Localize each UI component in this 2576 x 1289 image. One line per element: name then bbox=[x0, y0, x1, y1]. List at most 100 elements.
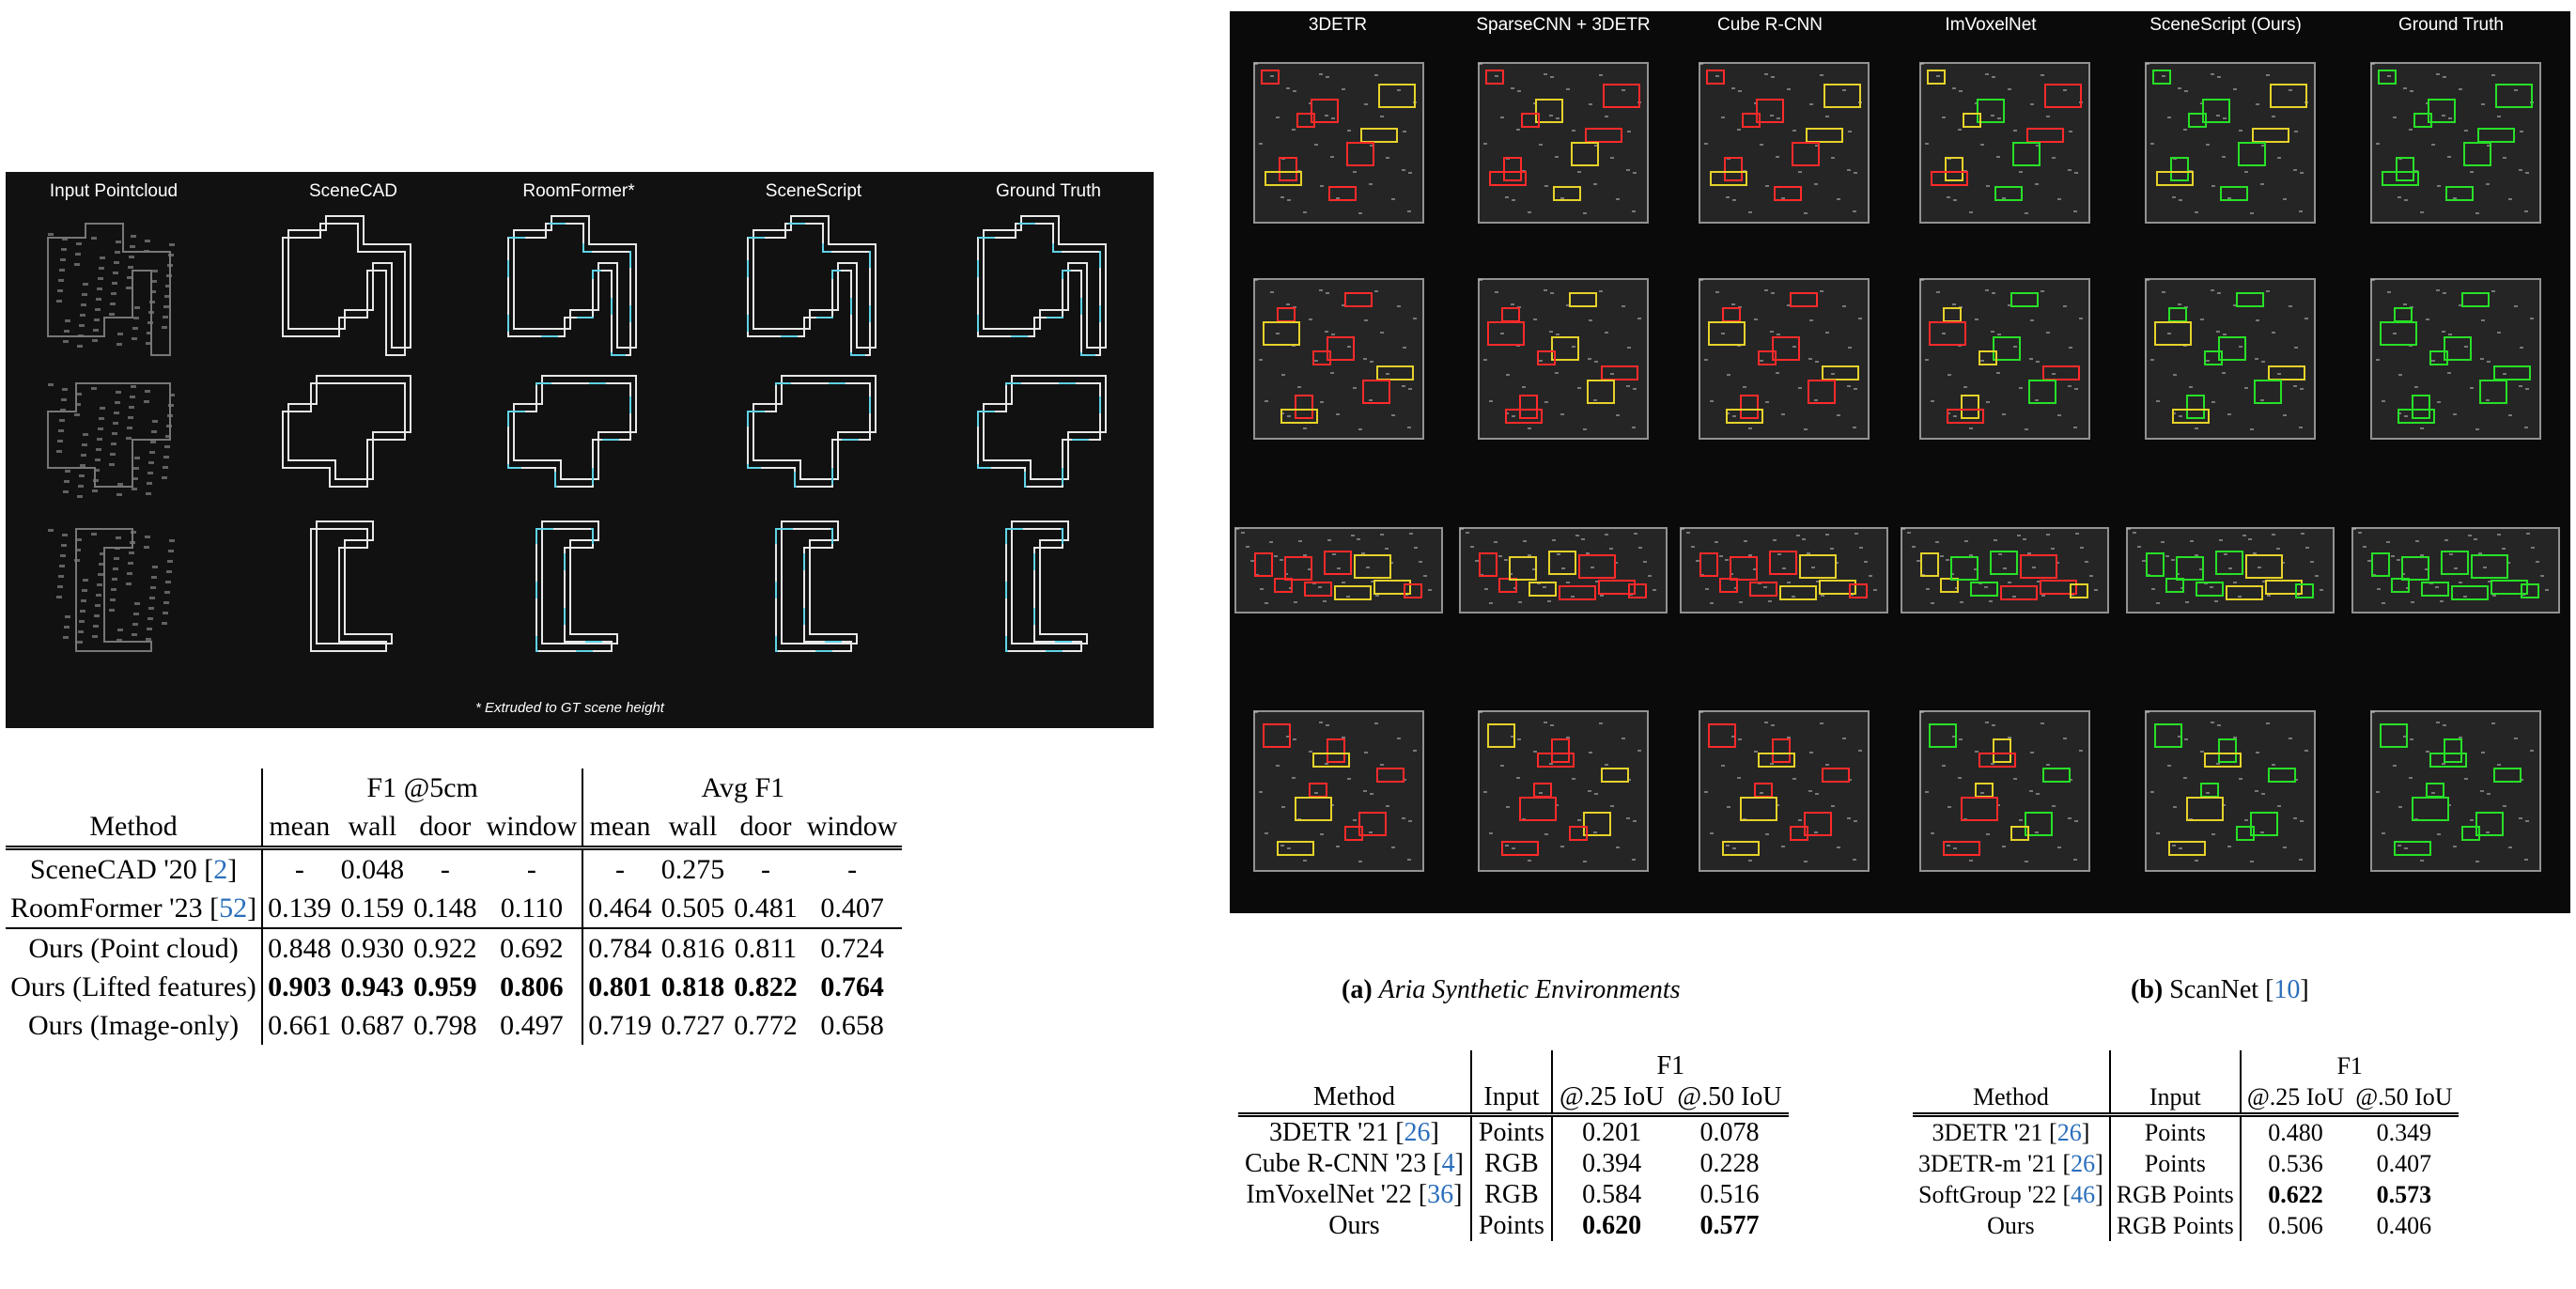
detection-thumbnail bbox=[1253, 278, 1424, 440]
method-cell: RoomFormer '23 [52] bbox=[6, 889, 264, 928]
detection-thumbnail bbox=[1699, 710, 1870, 872]
value-cell: 0.903 bbox=[268, 971, 332, 1002]
value-cell: 0.687 bbox=[340, 1009, 405, 1041]
value-cell: 0.822 bbox=[734, 971, 798, 1002]
header-door: door bbox=[729, 807, 802, 850]
floorplan-figure: Input Pointcloud SceneCAD RoomFormer* Sc… bbox=[6, 172, 1154, 728]
value-cell: 0.772 bbox=[734, 1009, 798, 1041]
citation-link[interactable]: 4 bbox=[1441, 1148, 1455, 1178]
group-header-f1: F1 bbox=[2336, 1051, 2363, 1079]
floorplan-thumbnail bbox=[535, 520, 618, 652]
value-cell: 0.784 bbox=[582, 927, 657, 968]
header-window: window bbox=[801, 807, 903, 850]
detection-thumbnail bbox=[2145, 62, 2316, 224]
citation-link[interactable]: 26 bbox=[1404, 1117, 1431, 1147]
caption-a-text: Aria Synthetic Environments bbox=[1378, 975, 1681, 1004]
method-name: 3DETR-m '21 bbox=[1918, 1149, 2056, 1177]
detection-thumbnail bbox=[1459, 527, 1668, 613]
caption-b-label: (b) bbox=[2131, 975, 2164, 1004]
detection-thumbnail bbox=[1478, 710, 1649, 872]
detection-figure: 3DETR SparseCNN + 3DETR Cube R-CNN ImVox… bbox=[1230, 11, 2570, 913]
detection-thumbnail bbox=[1234, 527, 1443, 613]
value-cell: 0.930 bbox=[335, 927, 410, 968]
iou50-cell: 0.573 bbox=[2376, 1180, 2432, 1208]
header-door: door bbox=[409, 807, 482, 850]
detection-thumbnail bbox=[1478, 278, 1649, 440]
header-iou25: @.25 IoU bbox=[2240, 1081, 2351, 1117]
value-cell: - bbox=[847, 853, 858, 885]
value-cell: 0.110 bbox=[481, 889, 584, 928]
col-label-ground-truth: Ground Truth bbox=[996, 181, 1101, 201]
detection-thumbnail bbox=[1919, 710, 2090, 872]
value-cell: 0.806 bbox=[481, 968, 584, 1006]
col-label-ground-truth: Ground Truth bbox=[2398, 15, 2504, 35]
citation-link[interactable]: 52 bbox=[219, 892, 248, 924]
method-name: SceneCAD '20 bbox=[29, 853, 197, 885]
header-method: Method bbox=[6, 807, 264, 850]
method-cell: SceneCAD '20 [2] bbox=[6, 847, 264, 889]
detection-thumbnail bbox=[2370, 62, 2541, 224]
ase-table: F1 Method Input @.25 IoU @.50 IoU 3DETR … bbox=[1238, 1050, 1789, 1241]
value-cell: 0.481 bbox=[734, 892, 798, 924]
detection-thumbnail bbox=[1901, 527, 2109, 613]
iou50-cell: 0.407 bbox=[2376, 1149, 2432, 1177]
value-cell: 0.407 bbox=[820, 892, 884, 924]
method-cell: Ours (Image-only) bbox=[6, 1006, 264, 1045]
header-input: Input bbox=[1470, 1081, 1553, 1117]
caption-b-ref[interactable]: 10 bbox=[2273, 975, 2301, 1004]
value-cell: 0.801 bbox=[588, 971, 652, 1002]
value-cell: 0.148 bbox=[413, 892, 477, 924]
header-wall: wall bbox=[656, 807, 730, 850]
citation-link[interactable]: 26 bbox=[2071, 1149, 2096, 1177]
input-cell: Points bbox=[2109, 1114, 2242, 1148]
citation-link[interactable]: 46 bbox=[2071, 1180, 2096, 1208]
method-name: RoomFormer '23 bbox=[10, 892, 203, 924]
detection-thumbnail bbox=[1919, 62, 2090, 224]
input-cell: Points bbox=[2109, 1148, 2242, 1179]
value-cell: 0.139 bbox=[268, 892, 332, 924]
floorplan-grid bbox=[47, 215, 1107, 652]
value-cell: - bbox=[615, 853, 625, 885]
value-cell: 0.816 bbox=[656, 927, 730, 968]
iou25-cell: 0.584 bbox=[1582, 1179, 1642, 1209]
method-name: ImVoxelNet '22 bbox=[1246, 1179, 1412, 1209]
floorplan-thumbnail bbox=[775, 520, 858, 652]
value-cell: 0.658 bbox=[820, 1009, 884, 1041]
iou50-cell: 0.577 bbox=[1699, 1210, 1760, 1240]
iou50-cell: 0.349 bbox=[2376, 1118, 2432, 1146]
detection-thumbnail bbox=[2126, 527, 2335, 613]
method-cell: Ours (Lifted features) bbox=[6, 968, 264, 1006]
table-row: SceneCAD '20 [2]-0.048---0.275-- bbox=[6, 847, 902, 889]
value-cell: 0.764 bbox=[820, 971, 884, 1002]
group-header-f1: F1 bbox=[1656, 1050, 1685, 1080]
header-iou25: @.25 IoU bbox=[1551, 1081, 1671, 1117]
method-name: SoftGroup '22 bbox=[1918, 1180, 2056, 1208]
value-cell: 0.724 bbox=[801, 927, 903, 968]
method-name: Ours (Image-only) bbox=[27, 1009, 240, 1041]
citation-link[interactable]: 26 bbox=[2056, 1118, 2082, 1146]
citation-link[interactable]: 36 bbox=[1427, 1179, 1454, 1209]
method-cell: Cube R-CNN '23 [4] bbox=[1238, 1148, 1472, 1179]
method-cell: 3DETR-m '21 [26] bbox=[1913, 1148, 2111, 1179]
floorplan-thumbnail bbox=[747, 375, 877, 488]
iou25-cell: 0.536 bbox=[2268, 1149, 2323, 1177]
footnote: * Extruded to GT scene height bbox=[475, 700, 664, 716]
col-label-imvoxelnet: ImVoxelNet bbox=[1945, 15, 2037, 35]
iou25-cell: 0.622 bbox=[2268, 1180, 2323, 1208]
method-cell: SoftGroup '22 [46] bbox=[1913, 1179, 2111, 1210]
iou25-cell: 0.506 bbox=[2268, 1211, 2323, 1239]
value-cell: 0.959 bbox=[413, 971, 477, 1002]
value-cell: 0.464 bbox=[588, 892, 652, 924]
value-cell: - bbox=[481, 847, 584, 889]
citation-link[interactable]: 2 bbox=[213, 853, 228, 885]
value-cell: 0.497 bbox=[481, 1006, 584, 1045]
floorplan-thumbnail bbox=[282, 215, 411, 356]
value-cell: 0.818 bbox=[660, 971, 725, 1002]
floorplan-thumbnail bbox=[977, 215, 1107, 356]
floorplan-thumbnail bbox=[507, 215, 637, 356]
iou50-cell: 0.406 bbox=[2376, 1211, 2432, 1239]
iou25-cell: 0.620 bbox=[1582, 1210, 1642, 1240]
